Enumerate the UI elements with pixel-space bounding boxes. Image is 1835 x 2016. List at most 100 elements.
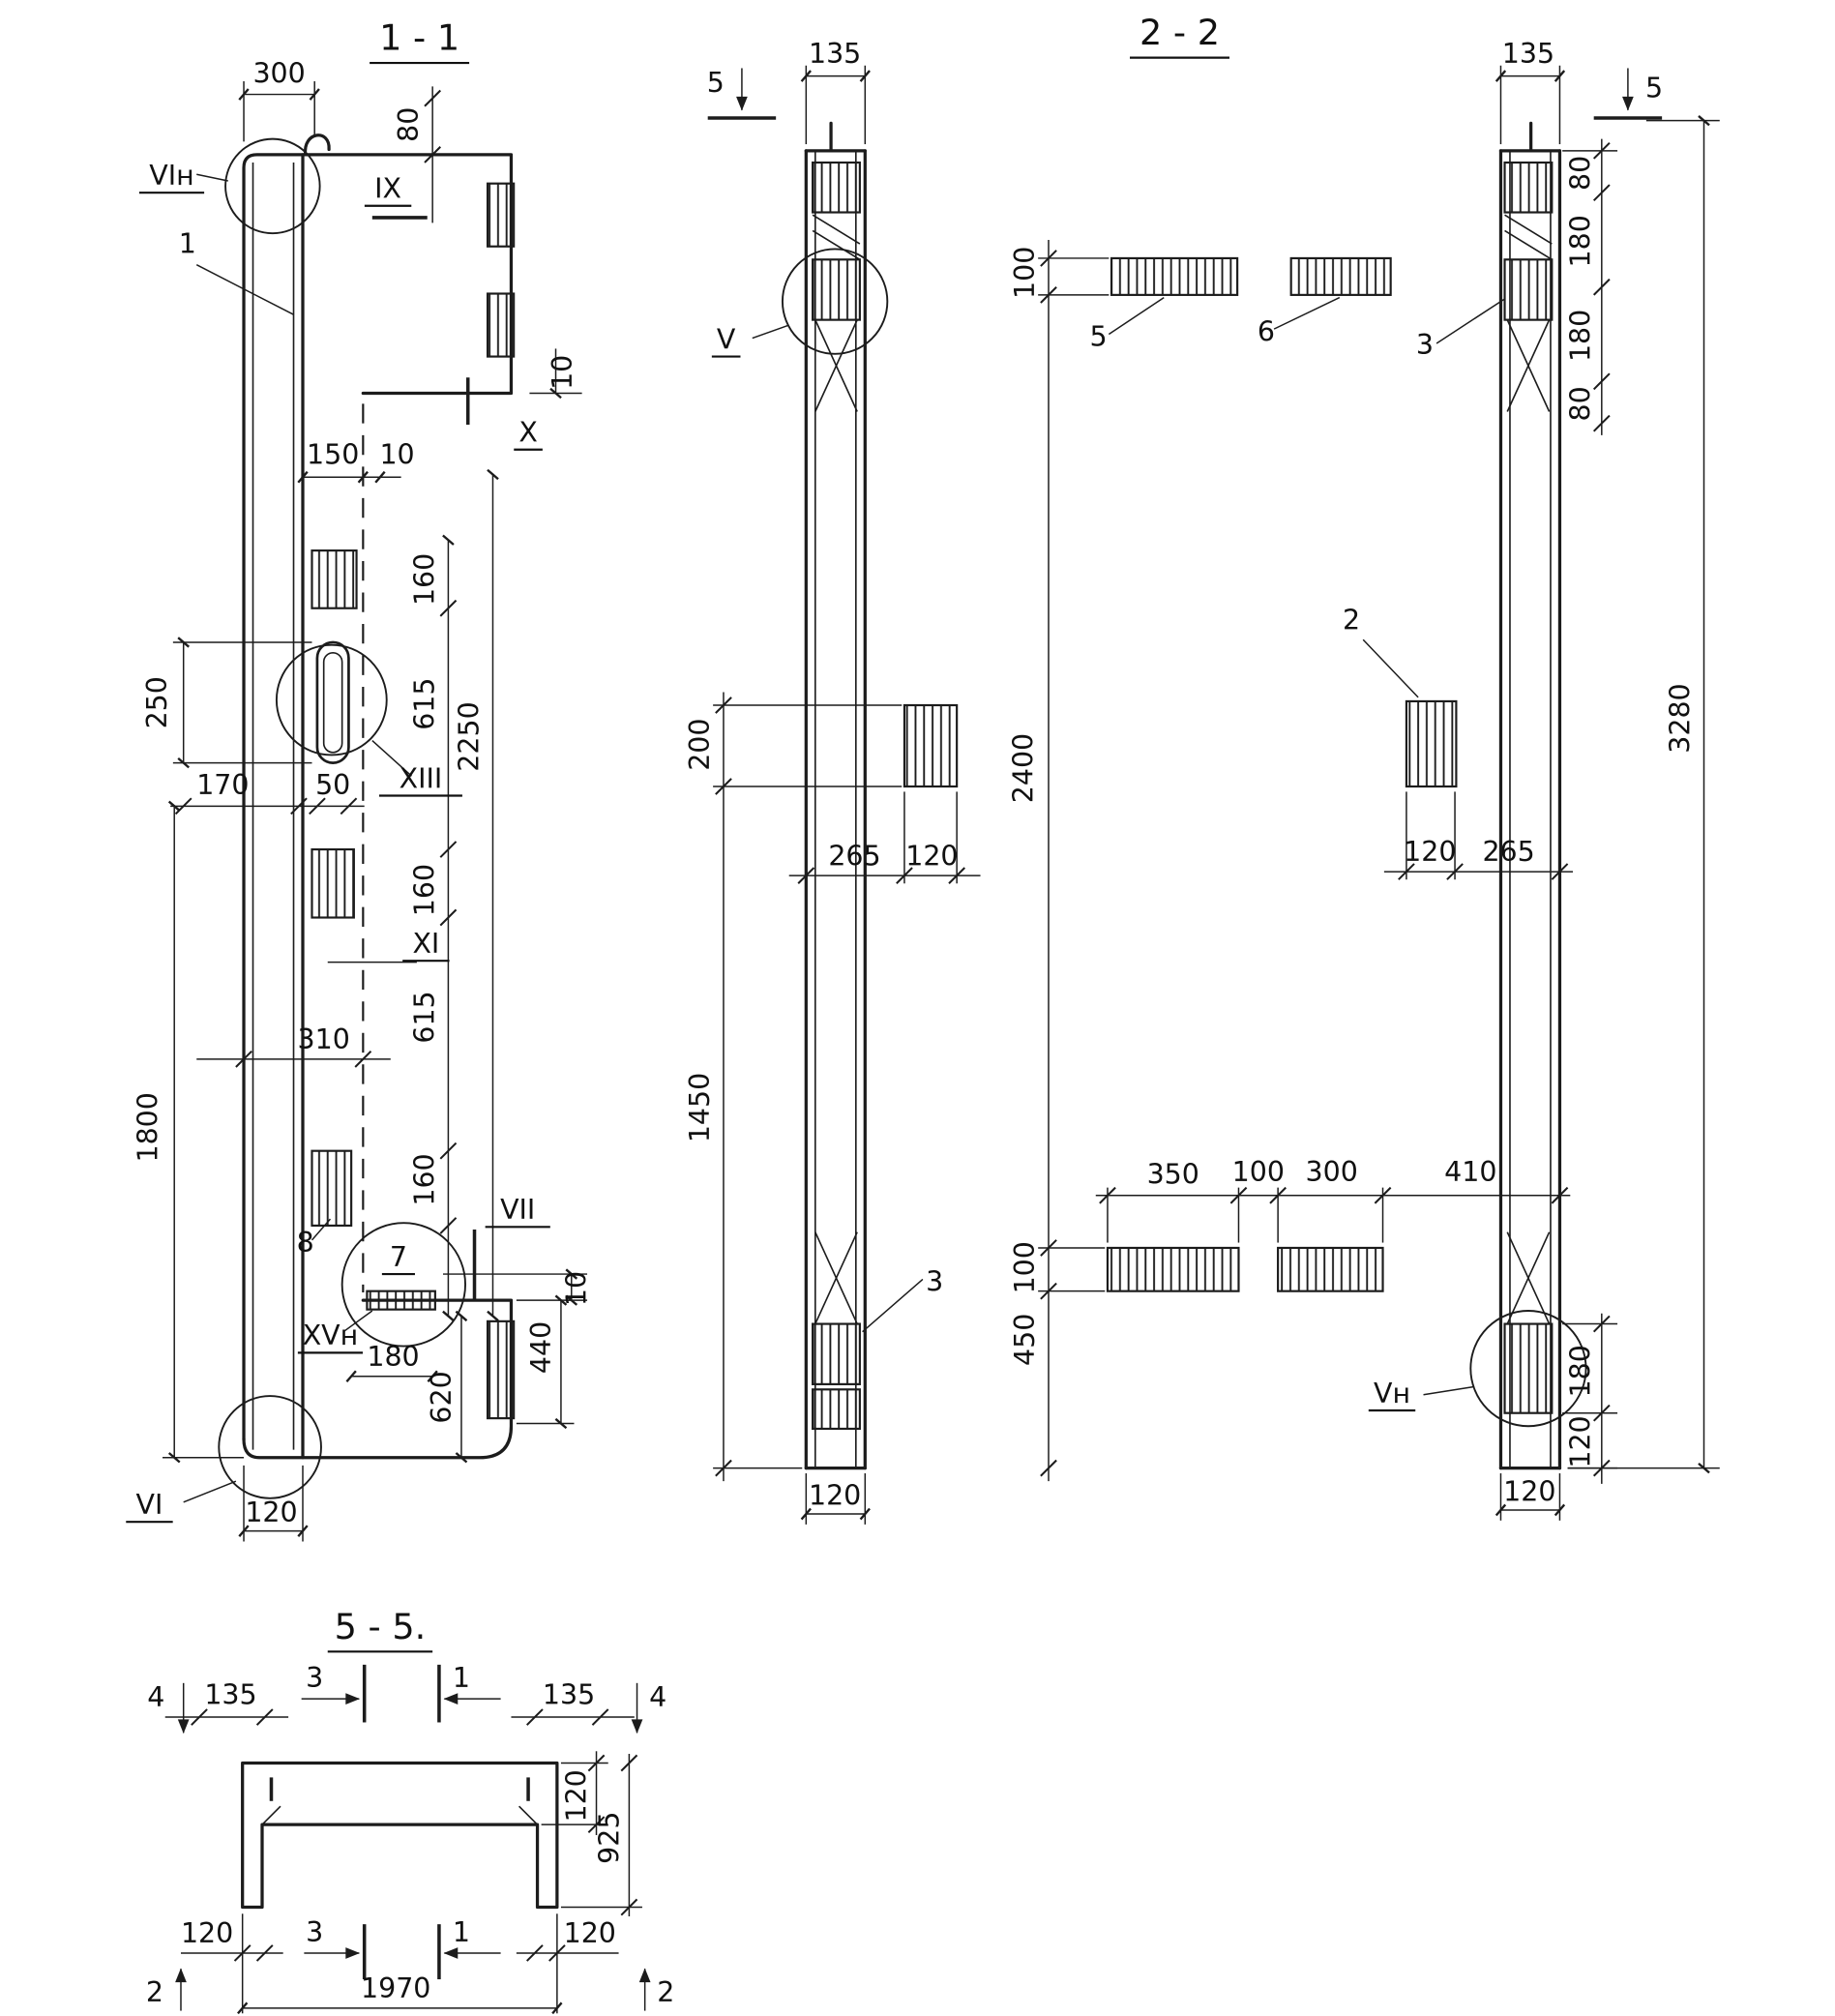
embed-plate [812,1388,861,1431]
embed-plate-6 [1289,256,1392,296]
s22-dim-80-b: 80 [1565,386,1597,421]
embed-plate [1106,1246,1240,1292]
s55-outline [241,1761,559,1910]
s22-embedded-plates [903,256,1458,1292]
s55-dim-120-bot-right: 120 [564,1917,616,1949]
s22-item-3-top: 3 [1416,329,1434,361]
section-2-2-title: 2 - 2 [1139,12,1220,53]
embed-plate-2 [1405,699,1458,788]
s22-dim-200: 200 [684,719,716,771]
channel-profile [241,1761,559,1910]
s22-dim-450: 450 [1009,1314,1041,1366]
s22-detail-callouts [752,248,1587,1428]
leader-item-6 [1273,296,1341,330]
s11-label-vi-n: VIн [149,160,193,192]
leader-item-2 [1362,638,1419,698]
s22-dim-410: 410 [1444,1156,1496,1188]
s22-left-rib [804,121,867,1470]
s11-dim-250: 250 [141,676,173,728]
s11-dim-10-top: 10 [547,355,578,390]
embed-plate [1503,258,1554,321]
leader-item-8 [311,1218,332,1241]
leader-item-5 [1108,296,1165,336]
s11-dim-160-a: 160 [409,553,441,606]
s22-dim-180-a: 180 [1565,215,1597,267]
embed-plate [486,1319,516,1420]
s22-right-rib [1498,121,1562,1470]
s55-mark-4-left: 4 [147,1681,164,1713]
s55-dim-120-web: 120 [561,1769,593,1822]
s11-dim-2250: 2250 [454,701,486,771]
s11-dim-150: 150 [307,439,359,471]
leader-vi-n [196,173,228,182]
section-1-1-title: 1 - 1 [379,16,459,58]
s11-dim-10-mid: 10 [379,439,414,471]
s22-dim-300: 300 [1306,1156,1358,1188]
embed-plate [486,182,516,248]
s55-dim-120-bot-left: 120 [181,1917,233,1949]
s22-mark-5-left: 5 [707,67,725,99]
detail-circle-v [781,248,889,355]
leader-item-3-bottom [862,1278,924,1333]
embed-plate [311,549,358,609]
s55-dim-135-right: 135 [543,1679,595,1711]
s55-mark-2-right: 2 [657,1976,674,2008]
s22-dim-135-left: 135 [809,38,861,70]
s22-dim-120-mid-left: 120 [905,840,958,872]
detail-circle-7 [340,1222,466,1348]
s11-label-ix: IX [374,173,401,205]
slot-outer [315,640,350,764]
s22-dim-2400: 2400 [1008,733,1040,803]
s55-mark-3-bottom: 3 [306,1916,323,1948]
s55-mark-3-top: 3 [306,1662,323,1694]
s11-embedded-plates [311,182,516,1420]
s11-item-7: 7 [390,1241,407,1273]
section-1-1: 1 - 1 [163,16,588,1542]
s22-item-2: 2 [1343,604,1360,636]
embed-plate [311,1149,353,1228]
s22-dim-120-bot-left: 120 [809,1480,861,1512]
s22-dim-350: 350 [1147,1159,1199,1191]
s22-dim-3280: 3280 [1665,683,1697,753]
s11-dim-80: 80 [393,107,425,142]
embed-plate-5 [1110,256,1239,296]
s11-label-vi: VI [136,1489,163,1521]
s55-mark-4-right: 4 [649,1681,666,1713]
s11-detail-callouts [183,137,466,1503]
s11-label-xv-n: XVн [303,1319,359,1351]
s11-dim-615-a: 615 [409,677,441,729]
leader-v [752,324,789,340]
s11-dim-50: 50 [315,769,350,801]
s22-dim-265-left: 265 [828,840,880,872]
s22-dim-100-top: 100 [1009,247,1041,299]
leader-item-3-top [1435,298,1505,344]
embed-plate [812,1322,861,1385]
s11-dim-160-b: 160 [409,864,441,916]
s22-dim-120-c: 120 [1565,1415,1597,1468]
s11-dim-1800: 1800 [133,1092,164,1162]
s22-dim-80-a: 80 [1565,156,1597,191]
leader-xiii [371,740,412,777]
s55-mark-1-top: 1 [453,1662,470,1694]
s11-label-xiii: XIII [400,762,443,794]
s11-dim-170: 170 [196,769,249,801]
s11-label-x: X [518,417,537,449]
s22-dim-180-b: 180 [1565,310,1597,362]
s11-dim-160-c: 160 [409,1153,441,1205]
s55-dimension-lines [164,1664,651,2015]
slot-inner [322,651,343,754]
lifting-loop [304,133,331,157]
s11-dim-10-bottom: 10 [561,1271,593,1306]
s22-dim-135-right: 135 [1502,38,1554,70]
s11-item-8: 8 [297,1227,314,1259]
s22-mark-5-right: 5 [1645,72,1663,104]
s22-item-5: 5 [1089,321,1107,353]
s11-label-vii: VII [500,1194,535,1226]
s22-dim-265-right: 265 [1482,836,1534,868]
embed-plate [311,847,355,919]
leader-v-n [1423,1385,1474,1396]
leader-xv-n [342,1310,373,1333]
